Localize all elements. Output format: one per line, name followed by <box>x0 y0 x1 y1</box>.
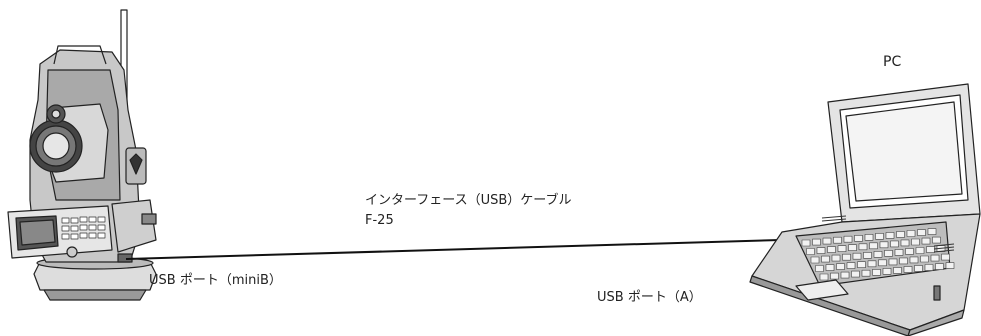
keyboard-key <box>905 248 914 255</box>
keyboard-key <box>801 239 811 247</box>
keyboard-key <box>822 237 832 245</box>
keyboard-key <box>893 267 902 274</box>
keyboard-key <box>825 264 835 271</box>
keyboard-key <box>854 235 863 242</box>
keyboard-key <box>945 262 955 269</box>
keyboard-key <box>827 246 836 253</box>
keyboard-key <box>851 270 860 278</box>
keyboard-key <box>837 245 847 252</box>
laptop-illustration <box>749 83 981 336</box>
keyboard-key <box>863 252 872 259</box>
keyboard-key <box>900 239 910 247</box>
keyboard-key <box>815 265 824 272</box>
keyboard-keys <box>801 228 955 281</box>
keyboard-key <box>941 253 950 261</box>
keyboard-key <box>848 244 857 251</box>
keyboard-key <box>927 228 937 235</box>
instrument-usb-port-label: USB ポート（miniB） <box>149 273 282 288</box>
pc-usb-port-label: USB ポート（A） <box>597 290 702 305</box>
keyboard-key <box>935 263 944 270</box>
keyboard-key <box>926 246 935 253</box>
total-station-illustration <box>7 9 157 301</box>
keyboard-key <box>879 241 889 249</box>
keyboard-key <box>890 240 899 248</box>
keyboard-key <box>899 257 908 265</box>
keyboard-key <box>819 273 829 281</box>
keyboard-key <box>842 253 851 261</box>
keyboard-key <box>869 242 878 250</box>
keyboard-key <box>831 254 841 262</box>
keyboard-key <box>878 259 887 267</box>
keyboard-key <box>812 238 821 246</box>
keyboard-key <box>903 266 913 273</box>
keyboard-key <box>816 247 826 254</box>
keyboard-key <box>821 255 830 263</box>
keyboard-key <box>867 260 877 268</box>
keyboard-key <box>906 230 916 237</box>
pc-label: PC <box>883 54 902 70</box>
keyboard-key <box>810 256 820 264</box>
keyboard-key <box>875 233 884 240</box>
keyboard-key <box>884 250 893 257</box>
keyboard-key <box>861 269 871 277</box>
keyboard-key <box>896 231 905 238</box>
keyboard-key <box>914 265 923 272</box>
keyboard-key <box>840 271 850 279</box>
keyboard-key <box>915 247 925 254</box>
keyboard-key <box>909 256 919 264</box>
cable-name-label: インターフェース（USB）ケーブル <box>365 193 572 208</box>
keyboard-key <box>932 236 941 244</box>
keyboard-key <box>888 258 898 266</box>
keyboard-key <box>921 237 931 245</box>
keyboard-key <box>917 229 926 236</box>
keyboard-key <box>873 251 883 258</box>
keyboard-key <box>843 235 853 243</box>
keyboard-key <box>894 249 904 256</box>
keyboard-key <box>858 243 868 251</box>
keyboard-key <box>882 267 892 275</box>
keyboard-key <box>830 272 839 280</box>
usb-cable-line <box>125 239 781 260</box>
cable-model-label: F-25 <box>365 213 394 228</box>
keyboard-key <box>872 268 881 276</box>
keyboard-key <box>857 261 866 269</box>
keyboard-key <box>911 238 920 246</box>
keyboard-key <box>836 263 845 270</box>
keyboard-key <box>852 252 862 260</box>
keyboard-key <box>924 264 934 271</box>
keyboard-key <box>833 236 842 244</box>
keyboard-key <box>864 234 874 241</box>
keyboard-key <box>920 255 929 263</box>
keyboard-key <box>806 248 815 255</box>
keyboard-key <box>885 232 895 239</box>
keyboard-key <box>846 262 856 269</box>
keyboard-key <box>930 254 940 262</box>
